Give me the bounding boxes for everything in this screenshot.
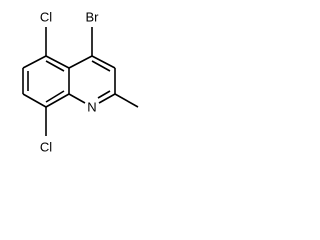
chlorine-top-label: Cl (40, 10, 52, 25)
bond-c7-c8 (22, 93, 47, 108)
bond-c2-n1 (98, 93, 116, 104)
chemical-structure: Br Cl Cl N (22, 10, 139, 155)
bond-c4a-c4 (68, 55, 93, 69)
bromine-label: Br (86, 10, 100, 25)
bond-c5-c6 (22, 55, 47, 69)
bond-c2-methyl (114, 93, 139, 108)
nitrogen-label: N (87, 100, 96, 115)
bond-inner-c2-n1 (97, 90, 111, 99)
bond-c4a-c5 (45, 55, 70, 69)
bond-c8-c8a (45, 93, 70, 108)
chlorine-bottom-label: Cl (40, 140, 52, 155)
bond-inner-c4-c3 (91, 60, 111, 72)
bond-c4-c3 (91, 55, 116, 69)
bond-inner-c4a-c5 (45, 60, 65, 72)
bond-inner-c8-c8a (45, 90, 65, 103)
bond-n1-c8a (68, 93, 86, 104)
